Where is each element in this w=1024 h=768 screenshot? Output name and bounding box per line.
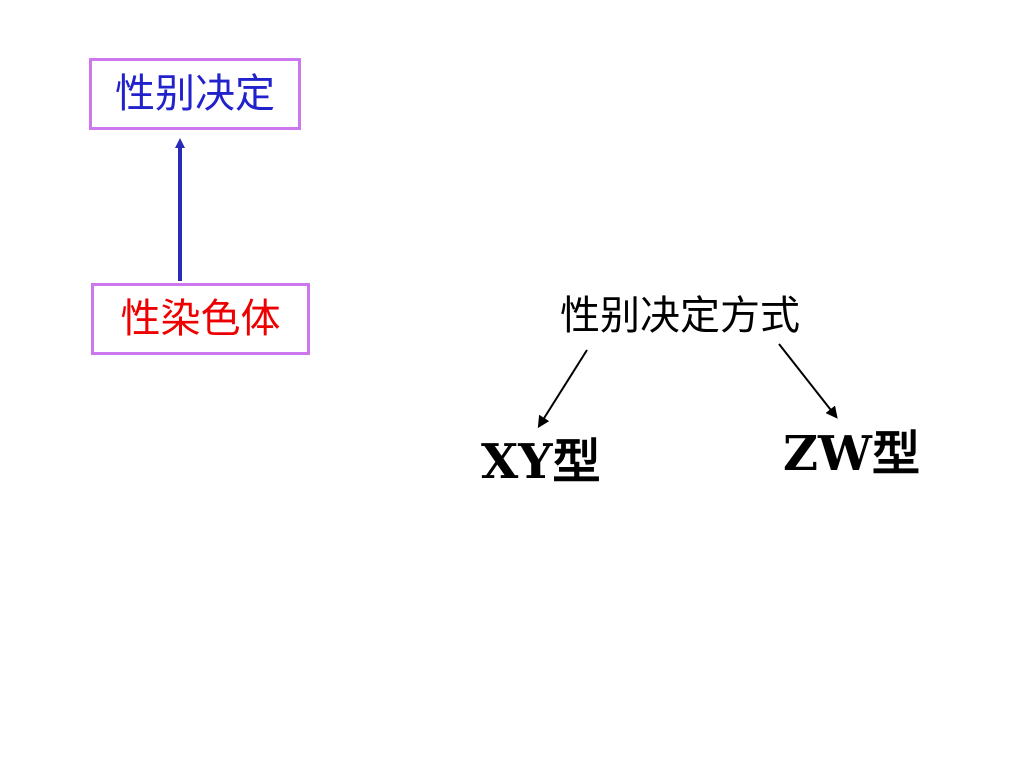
sex-determination-label: 性别决定 xyxy=(115,71,275,117)
sex-determination-box: 性别决定 xyxy=(89,58,301,130)
xy-type-label: XY型 xyxy=(481,434,601,490)
arrow-method-to-xy xyxy=(537,349,588,429)
determination-method-label: 性别决定方式 xyxy=(560,293,800,339)
sex-chromosome-label: 性染色体 xyxy=(120,296,281,342)
zw-type-label: ZW型 xyxy=(783,426,920,482)
sex-chromosome-box: 性染色体 xyxy=(91,283,310,355)
arrow-method-to-zw xyxy=(778,343,838,419)
